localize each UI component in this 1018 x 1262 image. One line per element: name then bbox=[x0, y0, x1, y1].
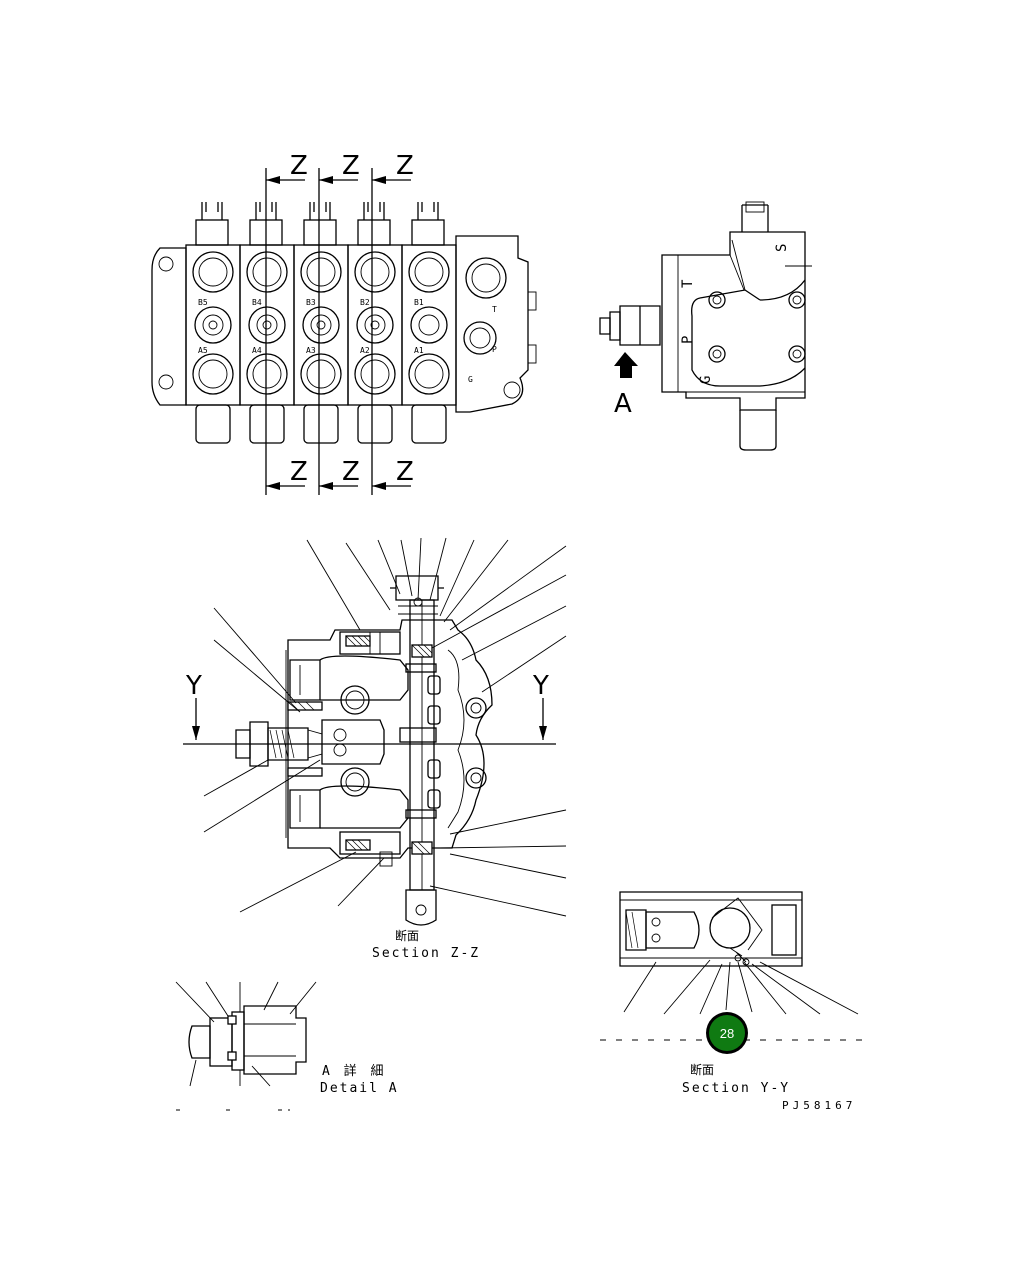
port-label-a1: A1 bbox=[414, 346, 424, 355]
inlet-block bbox=[455, 235, 537, 413]
cut-mark-y-right: Y bbox=[532, 671, 549, 701]
section-z-view: Y Y 断面 Section Z-Z bbox=[183, 537, 567, 961]
port-label-b1: B1 bbox=[414, 298, 424, 307]
face-label-g: G bbox=[698, 376, 714, 384]
port-label-a4: A4 bbox=[252, 346, 262, 355]
spool-section-2 bbox=[347, 202, 403, 444]
section-y-title-jp: 断面 bbox=[690, 1062, 714, 1077]
section-z-cut-lines: Z Z Z Z Z Z bbox=[265, 151, 414, 495]
drawing-code: PJ58167 bbox=[782, 1099, 856, 1112]
spool-section-1 bbox=[401, 202, 457, 444]
section-y-title: Section Y-Y bbox=[682, 1081, 790, 1096]
port-labels: B5 B4 B3 B2 B1 A5 A4 A3 A2 A1 T P G bbox=[198, 298, 497, 384]
section-mark-z-4: Z bbox=[290, 457, 308, 487]
port-label-b4: B4 bbox=[252, 298, 262, 307]
inlet-label-t: T bbox=[492, 305, 497, 314]
spool-section-5 bbox=[185, 202, 241, 444]
view-arrow-a bbox=[614, 352, 638, 378]
face-label-s: S bbox=[774, 244, 790, 252]
section-y-view: 28 断面 Section Y-Y bbox=[600, 891, 868, 1096]
port-label-b3: B3 bbox=[306, 298, 316, 307]
valve-side-view: A T P G S bbox=[599, 201, 812, 451]
section-mark-z-1: Z bbox=[290, 151, 308, 181]
face-label-t: T bbox=[680, 279, 696, 288]
port-label-a2: A2 bbox=[360, 346, 370, 355]
port-label-b2: B2 bbox=[360, 298, 370, 307]
detail-a-title: Detail A bbox=[320, 1081, 399, 1096]
valve-top-view: B5 B4 B3 B2 B1 A5 A4 A3 A2 A1 T P G bbox=[151, 151, 537, 495]
spool-section-4 bbox=[239, 202, 295, 444]
section-mark-z-6: Z bbox=[396, 457, 414, 487]
section-z-leaders bbox=[203, 537, 567, 917]
cut-mark-y-left: Y bbox=[185, 671, 202, 701]
section-z-title: Section Z-Z bbox=[372, 946, 480, 961]
view-arrow-a-label: A bbox=[614, 389, 632, 419]
section-mark-z-5: Z bbox=[342, 457, 360, 487]
section-mark-z-2: Z bbox=[342, 151, 360, 181]
inlet-label-p: P bbox=[492, 345, 497, 354]
face-label-p: P bbox=[680, 336, 696, 344]
callout-badge-28[interactable]: 28 bbox=[706, 1012, 748, 1054]
detail-a-view: A 詳 細 Detail A bbox=[175, 981, 399, 1111]
callout-number: 28 bbox=[720, 1026, 734, 1041]
section-mark-z-3: Z bbox=[396, 151, 414, 181]
port-label-a3: A3 bbox=[306, 346, 316, 355]
port-label-a5: A5 bbox=[198, 346, 208, 355]
port-label-b5: B5 bbox=[198, 298, 208, 307]
detail-a-title-jp: A 詳 細 bbox=[322, 1063, 386, 1079]
inlet-label-g: G bbox=[468, 375, 473, 384]
spool-section-3 bbox=[293, 202, 349, 444]
section-z-title-jp: 断面 bbox=[395, 928, 419, 943]
